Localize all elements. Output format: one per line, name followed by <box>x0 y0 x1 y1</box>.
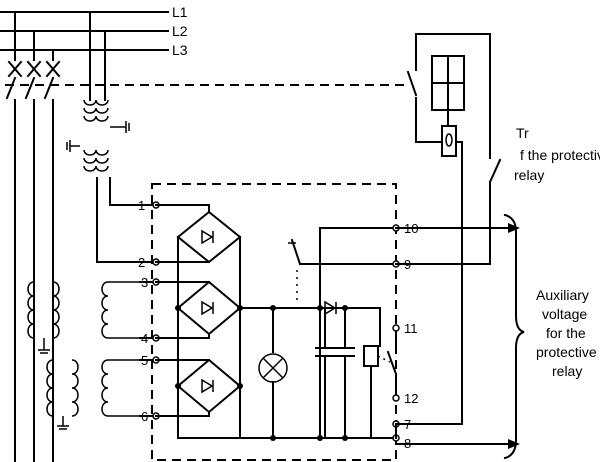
aux-label-line5: relay <box>552 363 582 379</box>
label-l2: L2 <box>172 23 188 39</box>
terminal-2: 2 <box>138 255 145 270</box>
relay-enclosure <box>151 183 397 461</box>
relay-coil-icon <box>363 345 379 367</box>
terminal-12: 12 <box>404 391 418 406</box>
annotations: Tr f the protective relay Auxiliary volt… <box>514 125 600 379</box>
output-switch <box>288 227 397 441</box>
terminal-11: 11 <box>404 321 418 336</box>
terminal-5: 5 <box>141 353 148 368</box>
auxiliary-relay <box>363 307 398 439</box>
voltage-transformers <box>27 281 140 430</box>
trip-label-line3: relay <box>514 167 544 183</box>
aux-label-line3: for the <box>546 325 586 341</box>
dc-bus <box>177 305 397 441</box>
fuse-cross-icon <box>7 60 61 78</box>
terminal-6: 6 <box>141 409 148 424</box>
busbars: L1 L2 L3 <box>0 4 188 58</box>
terminal-1: 1 <box>138 198 145 213</box>
storage-capacitors <box>315 300 381 441</box>
brace-icon <box>503 213 525 460</box>
aux-label-line2: voltage <box>542 306 587 322</box>
trip-coil <box>431 55 465 157</box>
aux-label-line1: Auxiliary <box>536 287 589 303</box>
arrow-right-icon <box>508 439 520 449</box>
bridge-rectifiers <box>155 204 243 439</box>
left-terminals: 1 2 3 4 5 6 <box>138 198 160 424</box>
current-transformers <box>66 11 141 263</box>
terminal-3: 3 <box>141 275 148 290</box>
rectifier-bridge-2 <box>176 280 242 336</box>
phase-droppers <box>5 11 61 462</box>
label-l3: L3 <box>172 42 188 58</box>
aux-label-line4: protective <box>536 344 597 360</box>
outputs <box>395 33 520 449</box>
arrow-right-icon <box>508 223 520 233</box>
rectifier-bridge-1 <box>176 210 242 264</box>
rectifier-bridge-3 <box>176 358 242 414</box>
label-l1: L1 <box>172 4 188 20</box>
trip-label-line1: Tr <box>516 125 529 141</box>
trip-coil-icon <box>441 125 457 157</box>
trip-label-line2: f the protective <box>520 147 600 163</box>
terminal-4: 4 <box>141 331 148 346</box>
